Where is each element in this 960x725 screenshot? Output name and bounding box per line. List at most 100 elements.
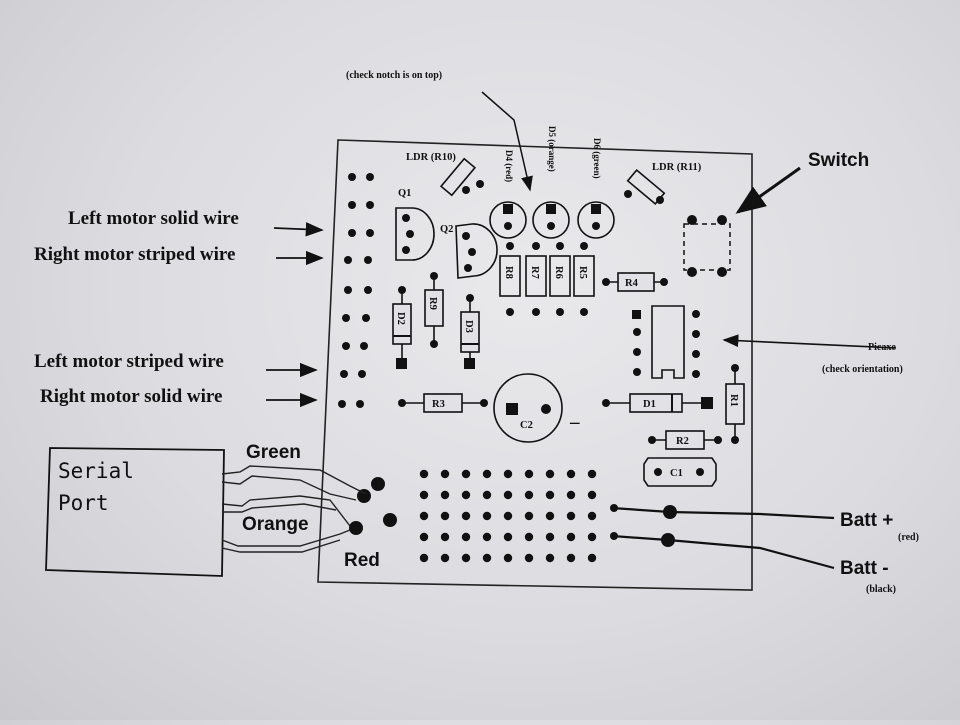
resistor-r7: R7 <box>525 255 547 297</box>
resistor-r6: R6 <box>549 255 571 297</box>
proto-hole <box>461 469 471 479</box>
r4-label: R4 <box>625 278 639 289</box>
check-notch-note: (check notch is on top) <box>346 70 442 81</box>
left-pin-header <box>338 173 374 408</box>
d5-label: D5 (orange) <box>547 126 557 172</box>
proto-hole <box>566 532 576 542</box>
wire-green-label: Green <box>246 442 301 463</box>
picaxe-label: Picaxe <box>868 342 896 353</box>
d6-label: D6 (green) <box>592 138 602 179</box>
transistor-q1: Q1 <box>395 188 435 261</box>
diode-d1: D1 <box>602 393 713 413</box>
ldr-r11: LDR (R11) <box>624 162 702 206</box>
capacitor-c1: C1 <box>643 457 717 487</box>
proto-hole <box>440 532 450 542</box>
proto-hole <box>419 553 429 563</box>
proto-hole <box>419 532 429 542</box>
proto-hole <box>524 490 534 500</box>
proto-hole <box>461 532 471 542</box>
batt-plus-color: (red) <box>898 532 919 543</box>
proto-hole <box>524 532 534 542</box>
proto-hole <box>461 490 471 500</box>
r7-label: R7 <box>529 266 540 279</box>
resistor-r8: R8 <box>499 255 521 297</box>
serial-port-label-line1: Serial <box>58 459 134 483</box>
proto-hole <box>503 490 513 500</box>
diode-d2: D2 <box>392 286 412 369</box>
proto-hole <box>503 553 513 563</box>
left-motor-solid-arrow <box>273 222 324 237</box>
d4-label: D4 (red) <box>504 150 514 182</box>
proto-hole <box>545 553 555 563</box>
batt-minus-label: Batt - <box>840 558 889 579</box>
picaxe-arrow <box>722 334 897 349</box>
left-motor-solid-label: Left motor solid wire <box>68 208 239 229</box>
serial-connector-pads <box>349 477 397 535</box>
transistor-q2: Q2 <box>440 223 498 279</box>
left-motor-striped-label: Left motor striped wire <box>34 351 224 372</box>
resistor-r1: R1 <box>725 364 745 444</box>
proto-hole <box>587 532 597 542</box>
proto-hole <box>461 511 471 521</box>
r3-label: R3 <box>432 399 445 410</box>
proto-hole <box>503 511 513 521</box>
proto-hole <box>461 553 471 563</box>
q1-label: Q1 <box>398 188 411 199</box>
r5-label: R5 <box>577 266 588 279</box>
proto-hole <box>545 490 555 500</box>
proto-hole <box>587 553 597 563</box>
proto-hole <box>524 511 534 521</box>
d2-label: D2 <box>395 312 406 325</box>
proto-hole <box>482 490 492 500</box>
check-orientation-label: (check orientation) <box>822 364 903 375</box>
batt-minus-color: (black) <box>866 584 896 595</box>
d1-label: D1 <box>643 399 656 410</box>
proto-hole <box>545 532 555 542</box>
prototyping-grid <box>419 469 597 563</box>
switch-label: Switch <box>808 150 869 171</box>
ldr-r11-label: LDR (R11) <box>652 162 702 173</box>
serial-wires <box>221 465 367 553</box>
proto-hole <box>440 469 450 479</box>
proto-hole <box>482 532 492 542</box>
r1-label: R1 <box>728 394 739 407</box>
r6-label: R6 <box>553 266 564 279</box>
led-d4: D4 (red) <box>489 150 527 239</box>
proto-hole <box>545 511 555 521</box>
proto-hole <box>566 511 576 521</box>
r9-label: R9 <box>427 297 438 310</box>
proto-hole <box>482 469 492 479</box>
ldr-r10-label: LDR (R10) <box>406 152 456 163</box>
serial-port-label-line2: Port <box>58 491 109 515</box>
proto-hole <box>566 469 576 479</box>
switch-component <box>683 215 731 277</box>
proto-hole <box>524 553 534 563</box>
proto-hole <box>545 469 555 479</box>
q2-label: Q2 <box>440 224 453 235</box>
resistor-r2: R2 <box>648 430 722 450</box>
resistor-bank <box>506 242 588 316</box>
proto-hole <box>419 490 429 500</box>
wire-red-label: Red <box>344 550 380 571</box>
proto-hole <box>524 469 534 479</box>
led-d5: D5 (orange) <box>532 126 570 239</box>
switch-arrow <box>735 166 801 214</box>
r8-label: R8 <box>503 266 514 279</box>
proto-hole <box>482 511 492 521</box>
proto-hole <box>440 490 450 500</box>
serial-port-box <box>45 447 225 577</box>
notch-arrow <box>481 91 533 192</box>
proto-hole <box>503 532 513 542</box>
resistor-r3: R3 <box>398 393 488 413</box>
battery-leads <box>610 504 835 570</box>
proto-hole <box>482 553 492 563</box>
proto-hole <box>419 469 429 479</box>
proto-hole <box>587 490 597 500</box>
wire-orange-label: Orange <box>242 514 309 535</box>
proto-hole <box>440 553 450 563</box>
resistor-r5: R5 <box>573 255 595 297</box>
c1-label: C1 <box>670 468 683 479</box>
batt-plus-label: Batt + <box>840 510 893 531</box>
led-d6: D6 (green) <box>577 138 615 239</box>
